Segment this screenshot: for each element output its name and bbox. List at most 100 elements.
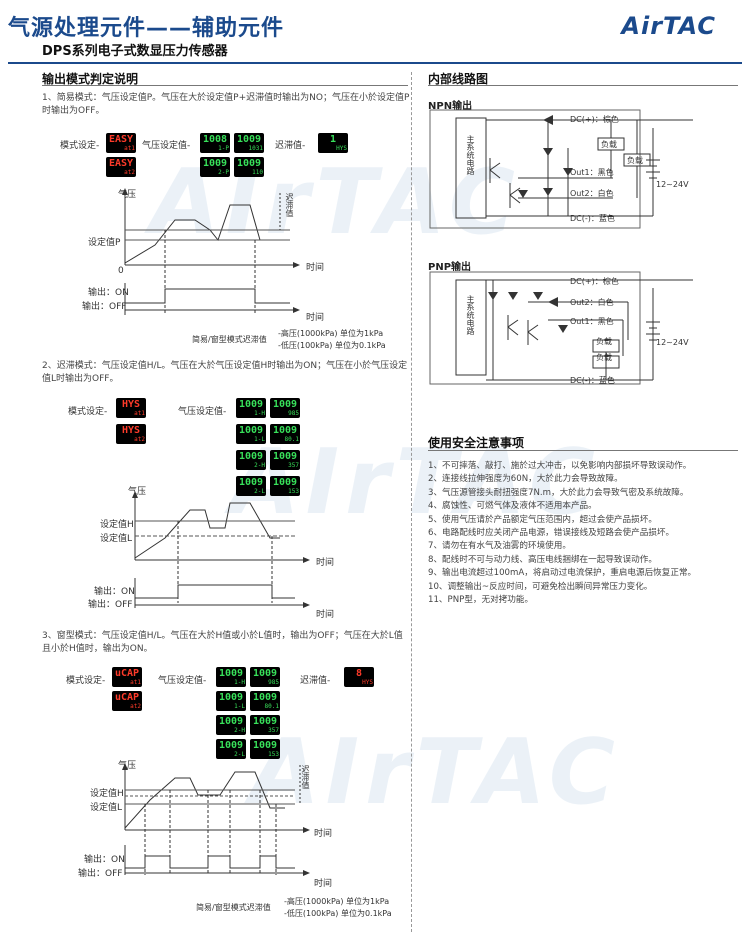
- page-title: 气源处理元件——辅助元件: [8, 16, 285, 41]
- npn-out2: Out2：白色: [570, 189, 614, 198]
- mode1-note-left: 简易/窗型模式迟滞值: [192, 335, 267, 344]
- mode1-time-label-2: 时间: [306, 313, 325, 323]
- section-heading-circuit: 内部线路图: [428, 72, 489, 86]
- pnp-load2: 负载: [596, 353, 612, 362]
- list-item: 7、请勿在有水气及油雾的环境使用。: [428, 541, 571, 552]
- section-underline: [42, 85, 408, 86]
- list-item: 11、PNP型，无对拷功能。: [428, 595, 534, 606]
- mode2-time-label-2: 时间: [316, 610, 335, 620]
- mode3-time-label: 时间: [314, 829, 333, 839]
- npn-tag: NPN输出: [428, 97, 473, 112]
- mode3-note-low: -低压(100kPa) 单位为0.1kPa: [284, 909, 392, 918]
- pnp-dc-neg: DC(-)：蓝色: [570, 376, 615, 385]
- mode3-time-label-2: 时间: [314, 879, 333, 889]
- mode2-out-on-label: 输出：ON: [94, 587, 135, 597]
- pnp-main-label: 主系统电路: [466, 295, 475, 335]
- mode1-note-low: -低压(100kPa) 单位为0.1kPa: [278, 341, 386, 350]
- mode3-timing-diagram: [122, 763, 310, 876]
- npn-load2: 负载: [627, 156, 643, 165]
- column-divider: [411, 72, 412, 932]
- list-item: 5、使用气压请於产品额定气压范围内，超过会使产品损坏。: [428, 514, 657, 525]
- mode2-pressure-label: 气压设定值-: [178, 407, 227, 417]
- mode2-time-label: 时间: [316, 558, 335, 568]
- list-item: 2、连接线拉伸强度为60N，大於此力会导致故障。: [428, 474, 623, 485]
- pnp-dc-pos: DC(+)：棕色: [570, 277, 619, 286]
- page-header: 气源处理元件——辅助元件 DPS系列电子式数显压力传感器 AirTAC: [0, 0, 750, 62]
- mode1-mode-label: 模式设定-: [60, 141, 100, 151]
- mode3-note-left: 简易/窗型模式迟滞值: [196, 903, 271, 912]
- mode3-note-high: -高压(1000kPa) 单位为1kPa: [284, 897, 390, 906]
- mode1-origin-label: 0: [118, 266, 124, 276]
- mode1-note-high: -高压(1000kPa) 单位为1kPa: [278, 329, 384, 338]
- mode1-hys-axis-label: 迟滞值: [285, 193, 294, 217]
- npn-out1: Out1：黑色: [570, 168, 614, 177]
- mode1-pressure-label: 气压设定值-: [142, 141, 191, 151]
- list-item: 9、输出电流超过100mA，将启动过电流保护，重启电源后恢复正常。: [428, 568, 697, 579]
- mode1-description: 1、简易模式：气压设定值P。气压在大於设定值P+迟滞值时输出为NO；气压在小於设…: [42, 93, 410, 116]
- brand-logo: AirTAC: [621, 12, 716, 40]
- npn-dc-pos: DC(+)：棕色: [570, 115, 619, 124]
- mode2-seth-label: 设定值H: [100, 520, 134, 530]
- npn-volt: 12~24V: [656, 180, 689, 189]
- mode3-description: 3、窗型模式：气压设定值H/L。气压在大於H值或小於L值时，输出为OFF；气压在…: [42, 631, 403, 654]
- mode3-y-axis-label: 气压: [118, 761, 137, 771]
- mode3-pressure-label: 气压设定值-: [158, 676, 207, 686]
- section-heading-safety: 使用安全注意事项: [428, 436, 525, 450]
- mode1-time-label: 时间: [306, 263, 325, 273]
- mode3-out-off-label: 输出：OFF: [78, 869, 123, 879]
- list-item: 8、配线时不可与动力线、高压电线捆绑在一起导致误动作。: [428, 554, 657, 565]
- pnp-out1: Out1：黑色: [570, 317, 614, 326]
- page-subtitle: DPS系列电子式数显压力传感器: [42, 44, 228, 59]
- section-underline: [428, 450, 738, 451]
- mode2-out-off-label: 输出：OFF: [88, 600, 133, 610]
- pnp-volt: 12~24V: [656, 338, 689, 347]
- mode1-out-on-label: 输出：ON: [88, 288, 129, 298]
- section-underline: [428, 85, 738, 86]
- pnp-tag: PNP输出: [428, 258, 472, 273]
- safety-list: 1、不可摔落、敲打、施於过大冲击，以免影响内部损坏导致误动作。 2、连接线拉伸强…: [428, 460, 696, 607]
- mode3-mode-label: 模式设定-: [66, 676, 106, 686]
- list-item: 4、腐蚀性、可燃气体及液体不适用本产品。: [428, 501, 597, 512]
- list-item: 3、气压源管接头耐扭强度7N.m，大於此力会导致气密及系统故障。: [428, 487, 689, 498]
- pnp-circuit-diagram: [429, 271, 693, 385]
- mode3-hys-label: 迟滞值-: [300, 676, 331, 686]
- mode3-seth-label: 设定值H: [90, 789, 124, 799]
- pnp-load1: 负载: [596, 337, 612, 346]
- list-item: 10、调整输出~反应时间，可避免检出瞬间异常压力变化。: [428, 581, 653, 592]
- section-heading-output-mode: 输出模式判定说明: [42, 72, 139, 86]
- mode1-hys-label: 迟滞值-: [275, 141, 306, 151]
- mode3-out-on-label: 输出：ON: [84, 855, 125, 865]
- mode3-setl-label: 设定值L: [90, 803, 123, 813]
- mode2-timing-diagram: [132, 491, 310, 608]
- mode2-mode-label: 模式设定-: [68, 407, 108, 417]
- mode2-y-axis-label: 气压: [128, 487, 147, 497]
- mode1-setp-label: 设定值P: [88, 238, 121, 248]
- npn-circuit-diagram: [429, 109, 693, 229]
